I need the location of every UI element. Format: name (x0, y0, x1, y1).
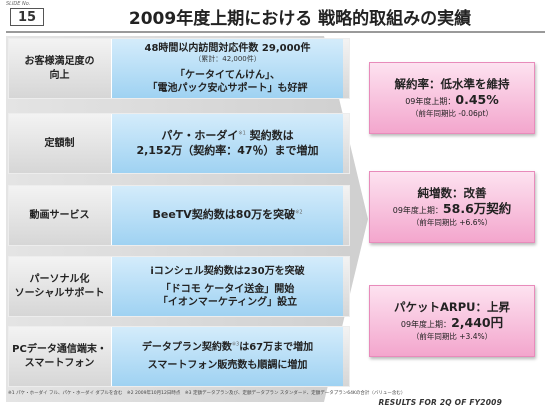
result-note: （前年同期比 -0.06pt） (411, 109, 493, 119)
initiative-detail: データプラン契約数※3は67万まで増加 スマートフォン販売数も順調に増加 (111, 327, 343, 386)
result-box-net-additions: 純増数：改善 09年度上期：58.6万契約 （前年同期比 +6.6%） (369, 171, 535, 243)
detail-line: iコンシェル契約数は230万を突破 (150, 265, 305, 277)
result-box-churn-rate: 解約率：低水準を維持 09年度上期：0.45% （前年同期比 -0.06pt） (369, 62, 535, 134)
title-underline (6, 31, 545, 33)
initiative-detail: 48時間以内訪問対応件数 29,000件 （累計：42,000件） 「ケータイて… (111, 39, 343, 98)
initiative-label: パーソナル化 ソーシャルサポート (9, 257, 110, 316)
detail-line: BeeTV契約数は80万を突破※2 (152, 208, 303, 222)
initiative-label-line: パーソナル化 (29, 274, 90, 285)
result-title: 純増数：改善 (417, 185, 487, 200)
result-value-line: 09年度上期：58.6万契約 (392, 201, 512, 217)
result-value-line: 09年度上期：0.45% (405, 92, 499, 108)
result-box-packet-arpu: パケットARPU：上昇 09年度上期：2,440円 （前年同期比 +3.4%） (369, 285, 535, 357)
detail-line: パケ・ホーダイ※1 契約数は (161, 129, 294, 143)
slide-title: 2009年度上期における 戦略的取組みの実績 (128, 8, 472, 29)
detail-subline: （累計：42,000件） (194, 54, 261, 63)
result-title: パケットARPU：上昇 (393, 299, 511, 314)
initiative-label-line: ソーシャルサポート (14, 287, 105, 299)
detail-line: 2,152万（契約率：47％）まで増加 (136, 143, 319, 157)
detail-line: 「電池パック安心サポート」も好評 (147, 83, 308, 95)
initiative-label: お客様満足度の 向上 (9, 39, 110, 98)
result-title: 解約率：低水準を維持 (394, 76, 510, 91)
result-note: （前年同期比 +3.4%） (411, 332, 493, 342)
initiative-label: PCデータ通信端末・ スマートフォン (9, 327, 110, 386)
footnote: ※1 パケ・ホーダイ フル、パケ・ホーダイ ダブルを含む ※2 2009年10月… (8, 391, 406, 396)
initiative-detail: iコンシェル契約数は230万を突破 「ドコモ ケータイ送金」開始 「イオンマーケ… (111, 257, 343, 316)
initiative-label-line: スマートフォン (24, 357, 95, 369)
initiative-label: 定額制 (9, 114, 110, 173)
initiative-label-line: PCデータ通信端末・ (12, 344, 107, 355)
result-value-line: 09年度上期：2,440円 (400, 315, 504, 331)
detail-line: データプラン契約数※3は67万まで増加 (141, 341, 314, 353)
detail-line: スマートフォン販売数も順調に増加 (147, 360, 308, 371)
initiative-label-line: 定額制 (44, 137, 75, 149)
initiative-detail: BeeTV契約数は80万を突破※2 (111, 186, 343, 245)
initiative-label-line: お客様満足度の (24, 56, 95, 67)
initiative-row-video-service: 動画サービス BeeTV契約数は80万を突破※2 (8, 185, 350, 246)
initiative-label: 動画サービス (9, 186, 110, 245)
initiative-row-personal-social: パーソナル化 ソーシャルサポート iコンシェル契約数は230万を突破 「ドコモ … (8, 256, 350, 317)
initiative-label-line: 動画サービス (29, 209, 90, 221)
footer-results-label: RESULTS FOR 2Q OF FY2009 (378, 398, 502, 407)
detail-line: 48時間以内訪問対応件数 29,000件 (144, 42, 311, 54)
detail-line: 「ドコモ ケータイ送金」開始 (160, 283, 295, 295)
initiative-row-pc-data-smartphone: PCデータ通信端末・ スマートフォン データプラン契約数※3は67万まで増加 ス… (8, 326, 350, 387)
initiative-label-line: 向上 (49, 69, 70, 81)
detail-line: 「ケータイてんけん」、 (175, 70, 280, 82)
slide-number-label: SLIDE No. (6, 1, 31, 7)
initiative-row-flat-rate: 定額制 パケ・ホーダイ※1 契約数は 2,152万（契約率：47％）まで増加 (8, 113, 350, 174)
initiative-row-customer-satisfaction: お客様満足度の 向上 48時間以内訪問対応件数 29,000件 （累計：42,0… (8, 38, 350, 99)
initiative-detail: パケ・ホーダイ※1 契約数は 2,152万（契約率：47％）まで増加 (111, 114, 343, 173)
result-note: （前年同期比 +6.6%） (411, 218, 493, 228)
slide-number-box: 15 (10, 8, 44, 26)
detail-line: 「イオンマーケティング」設立 (157, 296, 298, 308)
